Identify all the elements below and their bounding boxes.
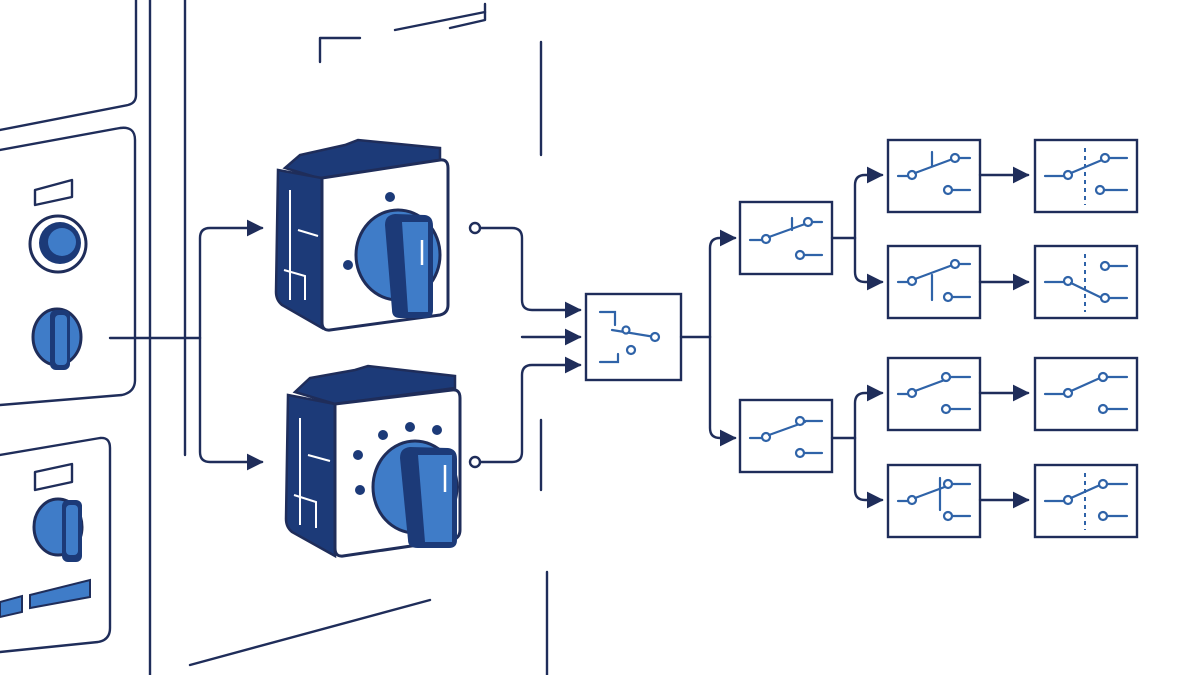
panel-base-edge: [188, 598, 432, 667]
switch-contact-icon: [1033, 463, 1139, 539]
label-plate-icon: [33, 178, 74, 207]
rotary-switch-icon: [284, 364, 462, 559]
switch-contact-icon: [886, 138, 982, 214]
status-bar-icon: [0, 578, 91, 619]
selector-branch-lines: [679, 229, 737, 447]
indicator-lamp-icon: [28, 214, 88, 274]
switch-contact-icon: [886, 463, 982, 539]
rotary-knob-icon: [31, 307, 83, 370]
switch-contact-icon: [886, 356, 982, 432]
output-arrows: [978, 166, 1030, 509]
switch-contact-icon: [1033, 356, 1139, 432]
panel-upper-door: [0, 126, 137, 407]
top-bracket-right: [448, 2, 487, 30]
switch-contact-icon: [1033, 244, 1139, 320]
panel-top-edge: [0, 0, 138, 132]
switch-contact-icon: [738, 398, 834, 474]
selector-switch-block: [584, 292, 683, 382]
branch-output-lines: [830, 166, 884, 509]
switch-contact-icon: [1033, 138, 1139, 214]
switch-contact-icon: [886, 244, 982, 320]
panel-feed-lines: [108, 219, 264, 471]
rotary-switch-icon: [274, 138, 450, 332]
top-bracket: [318, 36, 362, 64]
rotary-knob-icon: [32, 497, 84, 562]
label-plate-icon: [33, 462, 74, 492]
control-panel: [0, 0, 432, 675]
panel-lower-door: [0, 436, 112, 654]
switch-contact-icon: [738, 200, 834, 276]
top-bracket-line: [393, 10, 487, 32]
rotary-output-lines: [468, 221, 582, 469]
